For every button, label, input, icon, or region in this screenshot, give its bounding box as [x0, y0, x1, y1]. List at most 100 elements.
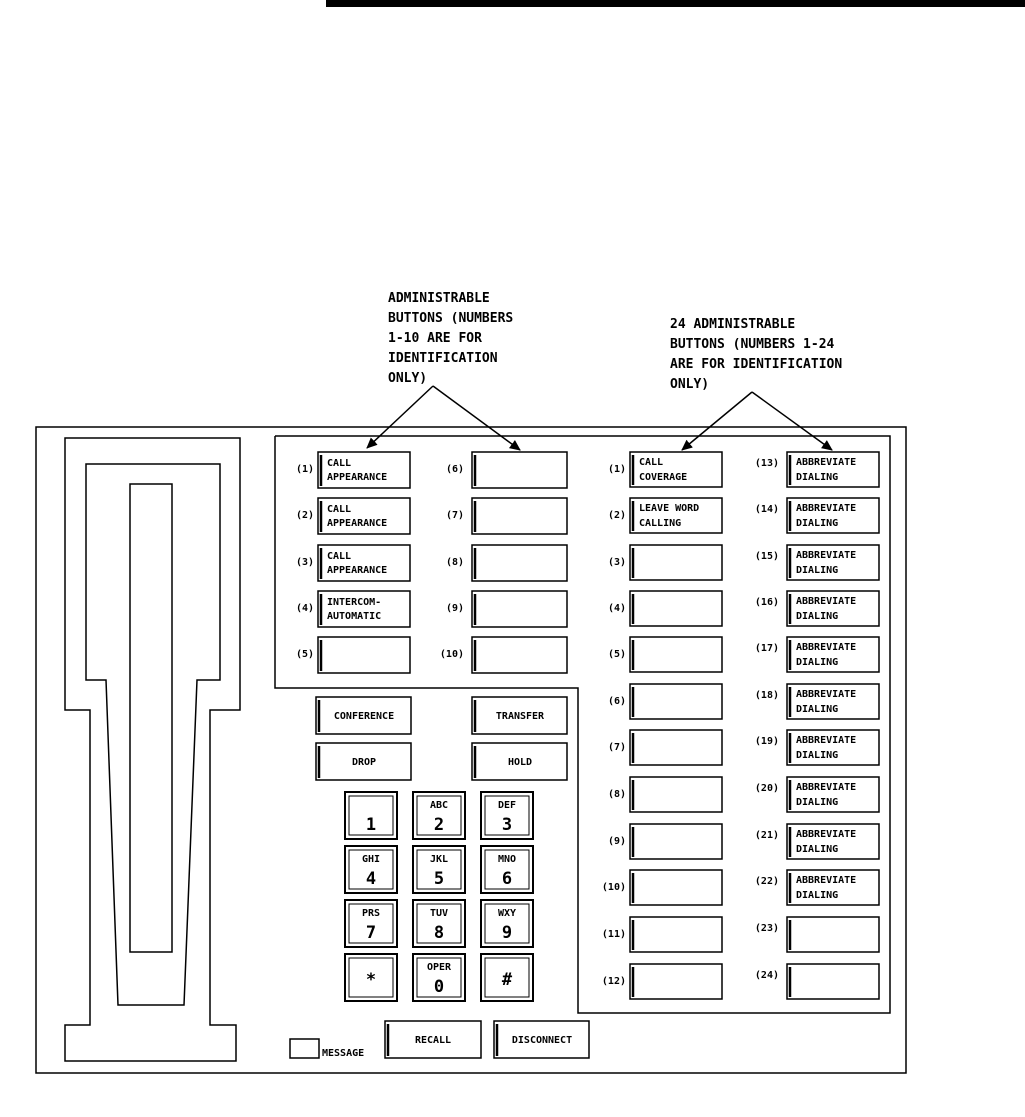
disconnect-button[interactable]: DISCONNECT	[493, 1020, 590, 1059]
button-panel-outline	[274, 435, 891, 1014]
administrable-button[interactable]	[629, 544, 723, 581]
button-label: LEAVE WORD	[639, 503, 699, 514]
button-label: APPEARANCE	[327, 518, 387, 529]
button-number: (14)	[755, 504, 779, 515]
right-button-bank-col1: (1) CALL COVERAGE (2) LEAVE WORD CALLING…	[602, 451, 723, 1000]
button-label: AUTOMATIC	[327, 611, 381, 622]
administrable-button[interactable]	[317, 590, 411, 628]
hold-button[interactable]: HOLD	[471, 742, 568, 781]
administrable-button[interactable]	[786, 869, 880, 906]
administrable-button[interactable]	[629, 590, 723, 627]
administrable-button[interactable]	[317, 636, 411, 674]
callout-left-line: ONLY)	[388, 371, 427, 386]
administrable-button[interactable]	[786, 636, 880, 673]
drop-button[interactable]: DROP	[315, 742, 412, 781]
administrable-button[interactable]	[786, 683, 880, 720]
button-label: CALLING	[639, 518, 681, 529]
dial-key[interactable]: GHI 4	[344, 845, 398, 894]
dial-key-letters: GHI	[362, 854, 380, 865]
dial-key-letters: WXY	[498, 908, 516, 919]
administrable-button[interactable]	[786, 497, 880, 534]
administrable-button[interactable]	[629, 963, 723, 1000]
administrable-button[interactable]	[629, 916, 723, 953]
dial-key[interactable]: TUV 8	[412, 899, 466, 948]
button-number: (2)	[608, 510, 626, 521]
administrable-button[interactable]	[786, 916, 880, 953]
callout-right: 24 ADMINISTRABLE BUTTONS (NUMBERS 1-24 A…	[670, 317, 842, 392]
dial-key-letters: ABC	[430, 800, 448, 811]
administrable-button[interactable]	[786, 451, 880, 488]
disconnect-label: DISCONNECT	[512, 1035, 572, 1046]
dial-keypad: 1 ABC 2 DEF 3 GHI 4 JKL 5	[344, 791, 534, 1002]
button-number: (12)	[602, 976, 626, 987]
administrable-button[interactable]	[786, 729, 880, 766]
callout-arrow	[681, 391, 753, 451]
administrable-button[interactable]	[629, 869, 723, 906]
administrable-button[interactable]	[471, 544, 568, 582]
function-buttons: CONFERENCE TRANSFER DROP HOLD	[315, 696, 568, 781]
administrable-button[interactable]	[471, 636, 568, 674]
conference-button[interactable]: CONFERENCE	[315, 696, 412, 735]
administrable-button[interactable]	[629, 497, 723, 534]
button-label: ABBREVIATE	[796, 689, 856, 700]
recall-button[interactable]: RECALL	[384, 1020, 482, 1059]
administrable-button[interactable]	[471, 451, 568, 489]
administrable-button[interactable]	[629, 776, 723, 813]
button-number: (8)	[608, 789, 626, 800]
administrable-button[interactable]	[786, 963, 880, 1000]
callout-arrow	[366, 385, 434, 449]
administrable-button[interactable]	[786, 823, 880, 860]
dial-key-digit: 3	[502, 815, 512, 835]
callout-arrow	[751, 391, 833, 451]
administrable-button[interactable]	[317, 451, 411, 489]
administrable-button[interactable]	[786, 590, 880, 627]
dial-key[interactable]: ABC 2	[412, 791, 466, 840]
dial-key[interactable]: #	[480, 953, 534, 1002]
dial-key[interactable]: DEF 3	[480, 791, 534, 840]
administrable-button[interactable]	[471, 497, 568, 535]
button-label: INTERCOM-	[327, 597, 381, 608]
button-label: APPEARANCE	[327, 565, 387, 576]
button-number: (13)	[755, 458, 779, 469]
dial-key-digit: 7	[366, 923, 376, 943]
button-number: (4)	[296, 603, 314, 614]
transfer-button[interactable]: TRANSFER	[471, 696, 568, 735]
top-rule	[326, 0, 1025, 7]
button-number: (3)	[608, 557, 626, 568]
administrable-button[interactable]	[786, 776, 880, 813]
button-number: (20)	[755, 783, 779, 794]
administrable-button[interactable]	[317, 497, 411, 535]
administrable-button[interactable]	[629, 823, 723, 860]
administrable-button[interactable]	[629, 729, 723, 766]
button-label: DIALING	[796, 890, 838, 901]
dial-key[interactable]: WXY 9	[480, 899, 534, 948]
administrable-button[interactable]	[629, 683, 723, 720]
dial-key-digit: 8	[434, 923, 444, 943]
administrable-button[interactable]	[471, 590, 568, 628]
callout-arrow	[432, 385, 521, 451]
dial-key[interactable]: 1	[344, 791, 398, 840]
dial-key[interactable]: OPER 0	[412, 953, 466, 1002]
button-label: CALL	[327, 504, 351, 515]
message-lamp	[289, 1038, 320, 1059]
drop-label: DROP	[352, 757, 376, 768]
dial-key-letters: TUV	[430, 908, 448, 919]
button-number: (17)	[755, 643, 779, 654]
dial-key-letters: JKL	[430, 854, 448, 865]
dial-key[interactable]: MNO 6	[480, 845, 534, 894]
dial-key[interactable]: *	[344, 953, 398, 1002]
button-number: (16)	[755, 597, 779, 608]
dial-key-digit: 9	[502, 923, 512, 943]
button-label: DIALING	[796, 657, 838, 668]
administrable-button[interactable]	[629, 451, 723, 488]
dial-key-digit: 2	[434, 815, 444, 835]
conference-label: CONFERENCE	[334, 711, 394, 722]
dial-key[interactable]: PRS 7	[344, 899, 398, 948]
button-number: (22)	[755, 876, 779, 887]
button-number: (10)	[440, 649, 464, 660]
administrable-button[interactable]	[786, 544, 880, 581]
dial-key[interactable]: JKL 5	[412, 845, 466, 894]
callout-left-line: BUTTONS (NUMBERS	[388, 311, 513, 326]
administrable-button[interactable]	[629, 636, 723, 673]
administrable-button[interactable]	[317, 544, 411, 582]
